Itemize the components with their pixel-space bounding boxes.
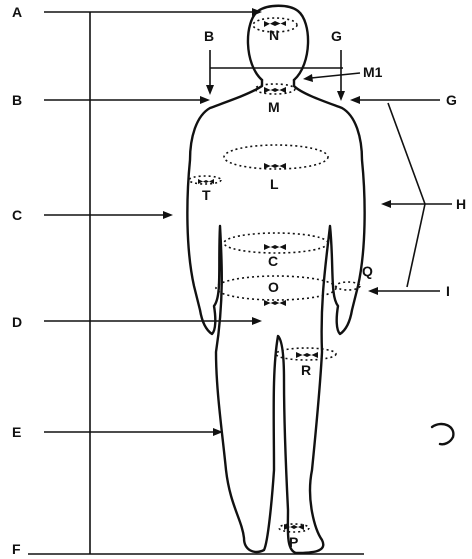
left-arrows	[44, 8, 262, 436]
label-a: A	[12, 4, 22, 20]
bow-o	[264, 300, 286, 306]
tape-upper-arm	[189, 176, 221, 184]
bow-r	[296, 352, 318, 358]
label-i: I	[446, 283, 450, 299]
label-o: O	[268, 279, 279, 295]
height-reference-lines	[28, 12, 364, 554]
tape-waist	[224, 233, 328, 253]
label-r: R	[301, 362, 311, 378]
label-b-left: B	[12, 92, 22, 108]
label-m1: M1	[363, 64, 383, 80]
label-c-body: C	[268, 253, 278, 269]
label-l: L	[270, 176, 279, 192]
label-t: T	[202, 187, 211, 203]
label-g-top: G	[331, 28, 342, 44]
label-p: P	[289, 534, 298, 550]
left-labels: A B C D E F	[12, 4, 22, 557]
label-m: M	[268, 99, 280, 115]
right-labels: M1 G H I	[303, 64, 466, 299]
label-n: N	[269, 27, 279, 43]
label-e: E	[12, 424, 21, 440]
body-labels: N M L T C O Q R P	[202, 27, 373, 550]
label-b-top: B	[204, 28, 214, 44]
bow-m	[264, 87, 286, 93]
label-h: H	[456, 196, 466, 212]
label-f: F	[12, 541, 21, 557]
label-c-left: C	[12, 207, 22, 223]
hook-mark	[432, 424, 453, 444]
bow-markers	[198, 21, 318, 530]
bow-c	[264, 244, 286, 250]
label-d: D	[12, 314, 22, 330]
label-q: Q	[362, 263, 373, 279]
label-g-right: G	[446, 92, 457, 108]
bow-l	[264, 163, 286, 169]
